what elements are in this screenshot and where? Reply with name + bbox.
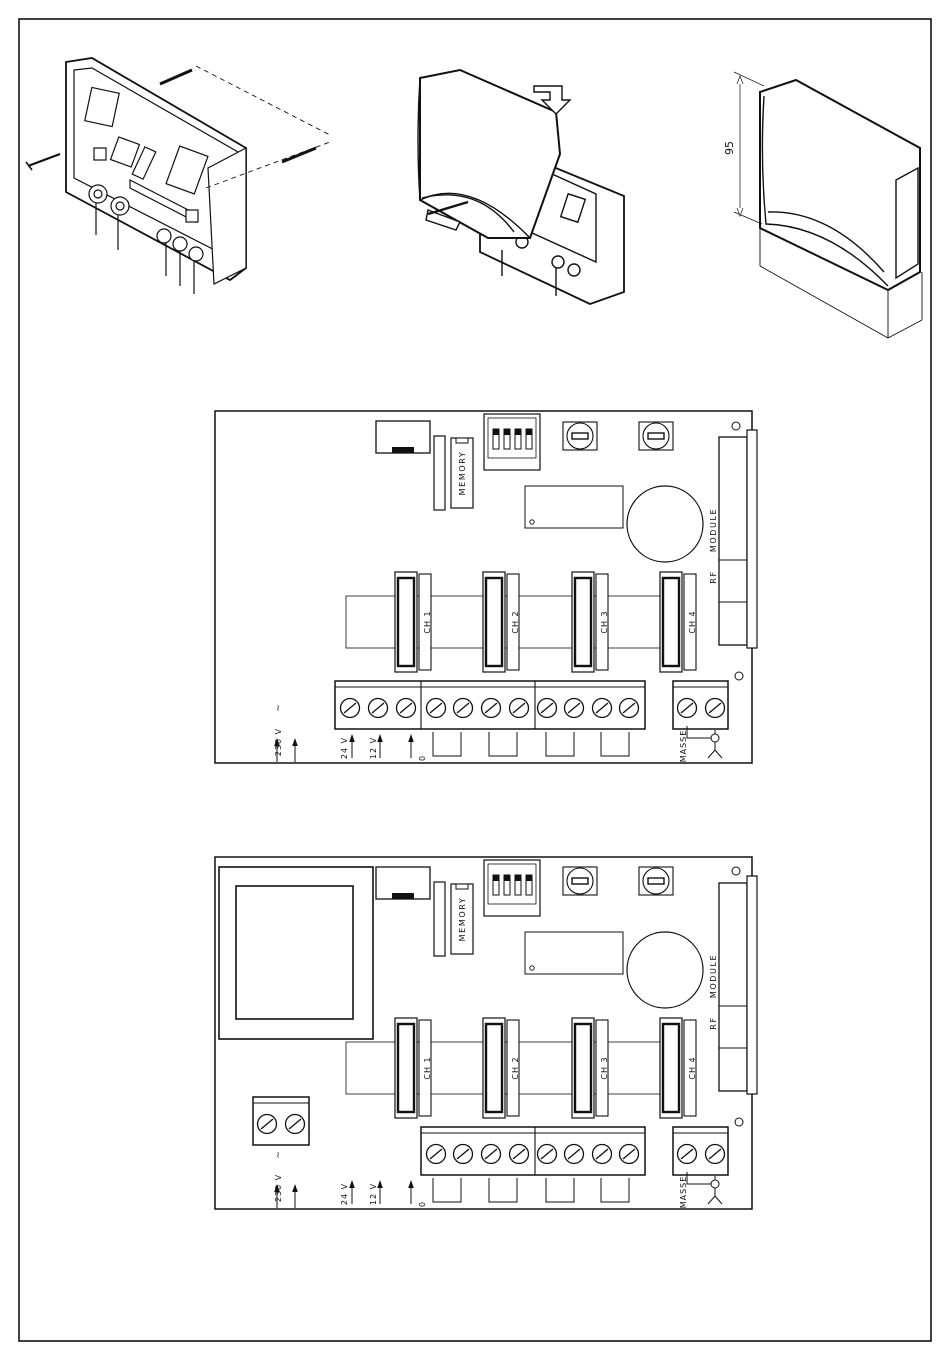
terminal-block-main <box>421 1127 645 1175</box>
module-label: MODULE <box>709 954 718 998</box>
rf-label: RF <box>709 570 718 583</box>
ch1-label: CH 1 <box>423 610 432 633</box>
dip-switch[interactable] <box>484 860 540 916</box>
module-label: MODULE <box>709 508 718 552</box>
v12-label: 12 V <box>369 737 378 759</box>
terminal-block-main <box>335 681 645 729</box>
terminal-block-230v <box>253 1097 309 1145</box>
module-slot[interactable] <box>719 437 747 645</box>
ic-socket <box>434 436 445 510</box>
zero-label: 0 <box>418 755 427 761</box>
ch2-label: CH 2 <box>511 1056 520 1079</box>
ch4-label: CH 4 <box>688 1056 697 1079</box>
buzzer <box>627 932 703 1008</box>
masse-label: MASSE <box>679 1176 688 1209</box>
v24-label: 24 V <box>340 1183 349 1205</box>
ic-socket <box>434 882 445 956</box>
ch3-label: CH 3 <box>600 610 609 633</box>
memory-label: MEMORY <box>458 897 467 942</box>
closed-enclosure-illustration <box>734 72 922 338</box>
ac-230-label: 230 V <box>274 1174 283 1202</box>
ch3-label: CH 3 <box>600 1056 609 1079</box>
ch2-label: CH 2 <box>511 610 520 633</box>
ac-symbol: ~ <box>274 704 284 712</box>
ic-block <box>525 486 623 528</box>
module-slot[interactable] <box>719 883 747 1091</box>
board-230v: MEMORY MODULE RF CH 1 CH 2 CH 3 CH 4 <box>215 857 757 1209</box>
ch4-label: CH 4 <box>688 610 697 633</box>
trimmer-2[interactable] <box>639 422 673 450</box>
cover-fitting-illustration <box>418 70 624 304</box>
trimmer-1[interactable] <box>563 867 597 895</box>
dip-switch[interactable] <box>484 414 540 470</box>
ac-symbol: ~ <box>274 1151 284 1159</box>
rf-label: RF <box>709 1016 718 1029</box>
buzzer <box>627 486 703 562</box>
v24-label: 24 V <box>340 737 349 759</box>
terminal-block-ground <box>673 1127 728 1175</box>
masse-label: MASSE <box>679 730 688 763</box>
board-12-24v: MEMORY MODULE RF CH 1 CH 2 CH 3 CH 4 <box>215 411 757 763</box>
memory-label: MEMORY <box>458 451 467 496</box>
open-enclosure-illustration <box>26 58 330 294</box>
terminal-block-ground <box>673 681 728 729</box>
trimmer-2[interactable] <box>639 867 673 895</box>
zero-label: 0 <box>418 1201 427 1207</box>
ic-block <box>525 932 623 974</box>
ch1-label: CH 1 <box>423 1056 432 1079</box>
v12-label: 12 V <box>369 1183 378 1205</box>
dimension-label: 95 <box>723 141 736 155</box>
trimmer-1[interactable] <box>563 422 597 450</box>
ac-230-label: 230 V <box>274 728 283 756</box>
